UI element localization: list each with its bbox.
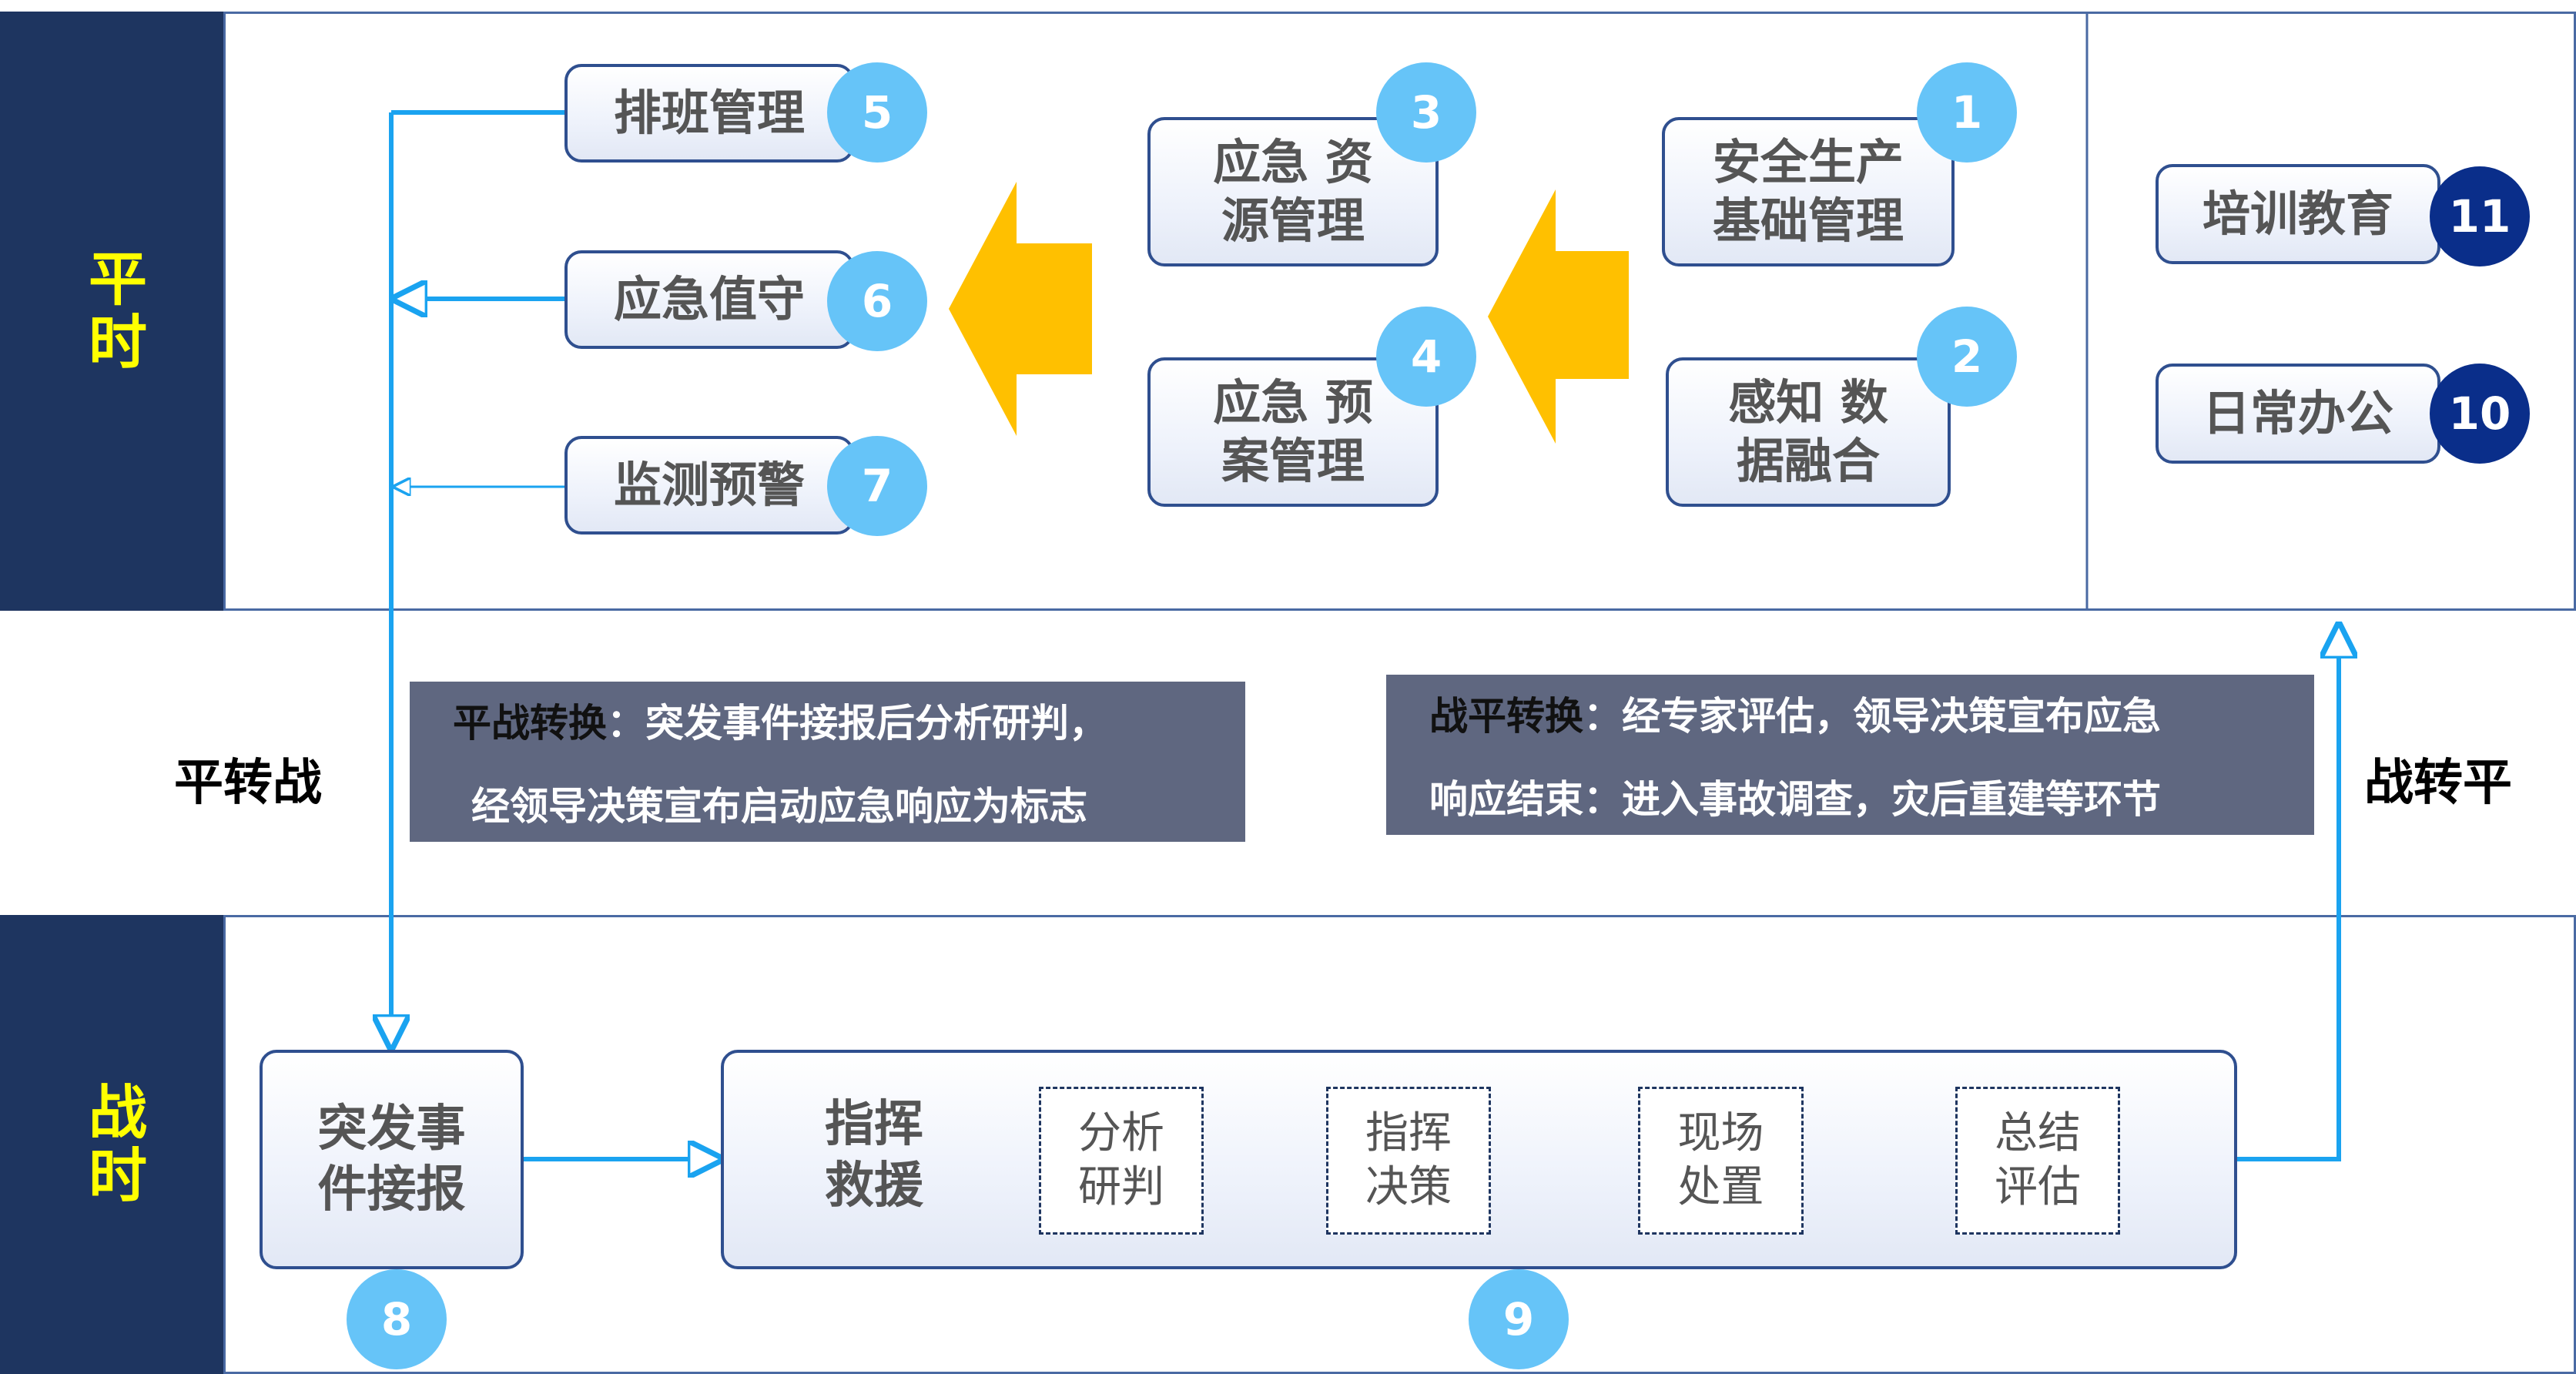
step-decision: 指挥决策: [1326, 1087, 1491, 1235]
badge-9: 9: [1469, 1269, 1569, 1369]
badge-7: 7: [827, 436, 927, 536]
step-onsite: 现场处置: [1638, 1087, 1804, 1235]
scheduling-box: 排班管理: [564, 64, 854, 163]
safety-basic-box: 安全生产基础管理: [1662, 117, 1955, 266]
badge-2: 2: [1917, 307, 2017, 407]
badge-6: 6: [827, 251, 927, 351]
badge-4: 4: [1376, 307, 1476, 407]
duty-box: 应急值守: [564, 250, 854, 349]
wartime-band: 战时: [0, 915, 225, 1374]
resources-box: 应急 资源管理: [1147, 117, 1439, 266]
peace-to-war-title: 平战转换: [453, 701, 607, 746]
badge-10: 10: [2430, 364, 2530, 464]
step-analysis: 分析研判: [1039, 1087, 1204, 1235]
monitoring-box: 监测预警: [564, 436, 854, 535]
incident-report-box: 突发事件接报: [260, 1050, 524, 1269]
plans-box: 应急 预案管理: [1147, 357, 1439, 507]
peace-to-war-label: 平转战: [174, 755, 322, 812]
war-to-peace-line1: ：经专家评估，领导决策宣布应急: [1583, 694, 2161, 739]
return-path: [2237, 625, 2339, 1161]
data-fusion-box: 感知 数据融合: [1666, 357, 1951, 507]
command-rescue-title: 指挥救援: [825, 1096, 923, 1215]
peacetime-band: 平时: [0, 12, 225, 611]
badge-5: 5: [827, 62, 927, 163]
training-box: 培训教育: [2156, 164, 2440, 264]
war-to-peace-title: 战平转换: [1429, 694, 1583, 739]
badge-8: 8: [347, 1269, 447, 1369]
war-to-peace-line2: 响应结束：进入事故调查，灾后重建等环节: [1429, 777, 2161, 822]
peace-to-war-line1: ：突发事件接报后分析研判，: [607, 701, 1107, 746]
step-summary: 总结评估: [1955, 1087, 2120, 1235]
war-to-peace-note: 战平转换：经专家评估，领导决策宣布应急 响应结束：进入事故调查，灾后重建等环节: [1386, 675, 2314, 835]
badge-11: 11: [2430, 166, 2530, 266]
badge-1: 1: [1917, 62, 2017, 163]
peace-to-war-line2: 经领导决策宣布启动应急响应为标志: [471, 784, 1087, 829]
badge-3: 3: [1376, 62, 1476, 163]
peace-to-war-note: 平战转换：突发事件接报后分析研判， 经领导决策宣布启动应急响应为标志: [410, 682, 1245, 842]
yellow-arrow-1: [949, 182, 1092, 436]
yellow-arrow-2: [1488, 189, 1629, 444]
office-box: 日常办公: [2156, 364, 2440, 464]
war-to-peace-label: 战转平: [2364, 755, 2512, 812]
